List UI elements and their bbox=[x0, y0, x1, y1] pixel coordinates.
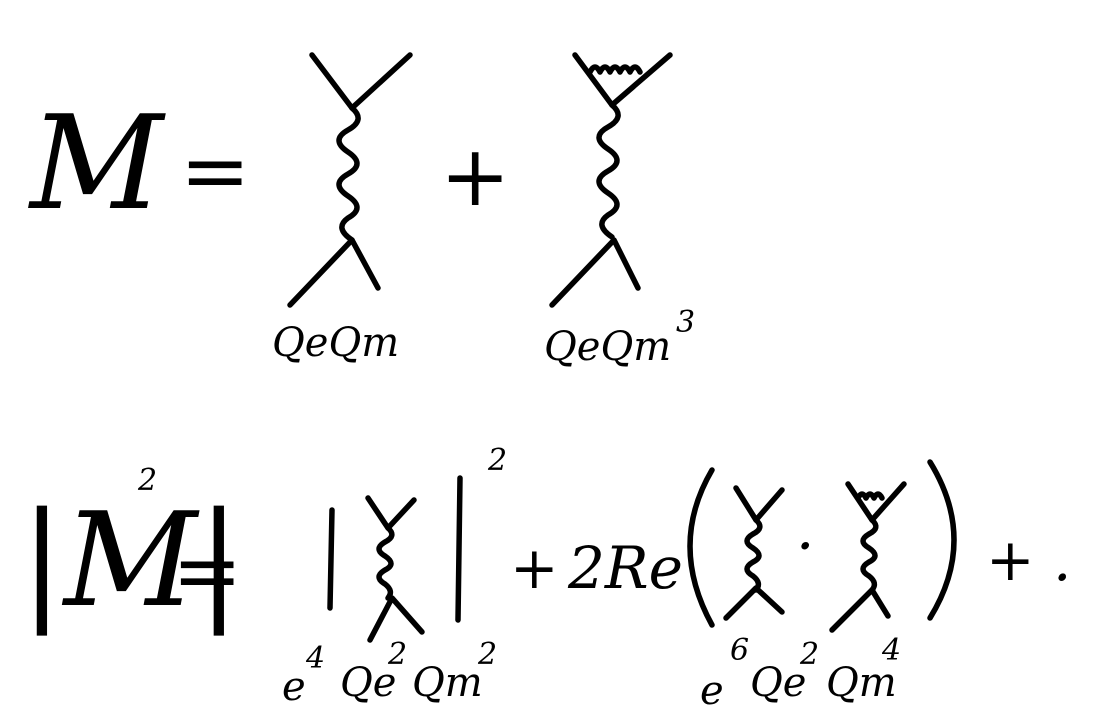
qm-power: 2 bbox=[477, 637, 497, 672]
squared-amplitude-symbol: |M| bbox=[20, 484, 241, 636]
tree-coupling-label: QeQm bbox=[272, 320, 399, 366]
row1-equation: M = QeQm + QeQm 3 bbox=[28, 52, 695, 370]
e-power: 6 bbox=[730, 633, 749, 668]
e-power: 4 bbox=[305, 641, 325, 676]
qm-power: 4 bbox=[881, 633, 901, 668]
loop-photon bbox=[587, 64, 643, 75]
loop-coupling-label: QeQm bbox=[544, 324, 671, 370]
real-part-coefficient: 2Re bbox=[567, 534, 683, 602]
matrix-element-symbol: M bbox=[28, 87, 166, 239]
lower-fermion-lines bbox=[549, 237, 641, 308]
open-paren bbox=[687, 467, 715, 628]
vertex-correction-feynman-diagram bbox=[549, 52, 673, 308]
abs-bar-right bbox=[455, 475, 463, 623]
qe-factor: Qe bbox=[340, 660, 396, 706]
lhs-power: 2 bbox=[137, 463, 157, 498]
trailing-terms: + . . . bbox=[986, 526, 1094, 594]
loop-coupling-power: 3 bbox=[676, 305, 695, 340]
tree-level-feynman-diagram bbox=[287, 52, 413, 308]
qe-factor: Qe bbox=[750, 660, 806, 706]
qe-power: 2 bbox=[387, 637, 407, 672]
photon-propagator bbox=[336, 105, 361, 243]
qm-factor: Qm bbox=[826, 660, 897, 706]
photon-propagator bbox=[596, 102, 621, 240]
plus-sign: + bbox=[440, 127, 510, 225]
row2-equation: |M| 2 = 2 e 4 Qe 2 Qm 2 + 2Re · bbox=[20, 443, 1094, 714]
equals-sign: = bbox=[172, 522, 242, 620]
tree-diagram-interference bbox=[723, 485, 785, 621]
close-paren bbox=[927, 459, 957, 621]
abs-power: 2 bbox=[487, 443, 507, 478]
product-dot: · bbox=[796, 512, 814, 580]
equals-sign: = bbox=[180, 122, 250, 220]
qe-power: 2 bbox=[799, 637, 819, 672]
abs-bar-left bbox=[327, 507, 335, 611]
plus-sign: + bbox=[510, 534, 559, 602]
lower-fermion-lines bbox=[287, 237, 381, 308]
upper-fermion-triangle bbox=[572, 52, 673, 108]
upper-fermion-lines bbox=[309, 52, 413, 111]
e-factor: e bbox=[700, 668, 724, 714]
loop-diagram-interference bbox=[829, 481, 907, 633]
tree-diagram-squared bbox=[365, 495, 425, 643]
e-factor: e bbox=[282, 664, 306, 710]
qm-factor: Qm bbox=[412, 660, 483, 706]
